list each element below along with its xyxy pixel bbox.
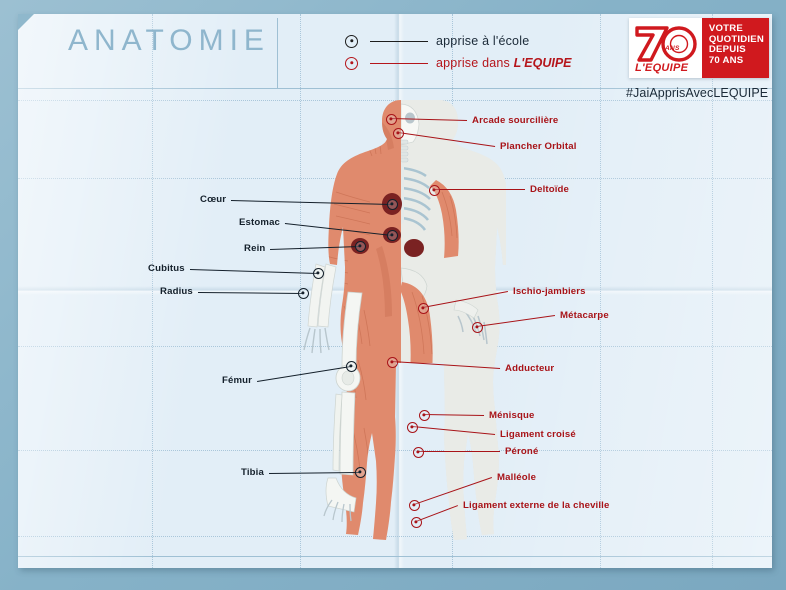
- grid-rule-horizontal: [18, 556, 772, 557]
- lequipe-70-ans-logo: ANS L'EQUIPE VOTRE QUOTIDIEN DEPUIS 70 A…: [629, 18, 769, 78]
- organ-kidney-right: [404, 239, 424, 257]
- legend-line-black: [370, 40, 428, 42]
- logo-mark-panel: ANS L'EQUIPE: [629, 18, 702, 78]
- callout-label: Deltoïde: [530, 184, 570, 195]
- callout-label: Ligament croisé: [500, 429, 576, 440]
- logo-claim-line-3: DEPUIS: [708, 44, 746, 56]
- legend: apprise à l'école apprise dans L'EQUIPE: [345, 30, 572, 74]
- page-title: ANATOMIE: [68, 24, 270, 57]
- callout-label: Malléole: [497, 472, 537, 483]
- callout-label: Adducteur: [505, 363, 555, 374]
- callout-label: Estomac: [239, 217, 281, 228]
- callout-marker[interactable]: [386, 229, 398, 241]
- logo-ans-label: ANS: [665, 45, 680, 52]
- legend-item-school: apprise à l'école: [345, 30, 572, 52]
- callout-marker[interactable]: [406, 421, 418, 433]
- callout-marker[interactable]: [312, 267, 324, 279]
- ring-dot-icon: [345, 34, 358, 48]
- legend-label-school: apprise à l'école: [436, 34, 530, 48]
- logo-claim-line-4: 70 ANS: [708, 54, 744, 66]
- callout-marker[interactable]: [354, 240, 366, 252]
- callout-marker[interactable]: [471, 321, 483, 333]
- callout-label: Plancher Orbital: [500, 141, 577, 152]
- callout-label: Cœur: [200, 194, 227, 205]
- callout-marker[interactable]: [410, 516, 422, 528]
- callout-marker[interactable]: [428, 184, 440, 196]
- callout-marker[interactable]: [412, 446, 424, 458]
- grid-line-vertical: [152, 14, 153, 568]
- callout-leader-line: [434, 189, 525, 190]
- callout-label: Ischio-jambiers: [513, 286, 586, 297]
- legend-label-equipe-prefix: apprise dans: [436, 56, 514, 70]
- callout-leader-line: [418, 451, 500, 452]
- callout-marker[interactable]: [392, 127, 404, 139]
- callout-label: Radius: [160, 286, 193, 297]
- callout-marker[interactable]: [297, 287, 309, 299]
- title-divider: [277, 18, 278, 88]
- callout-label: Cubitus: [148, 263, 185, 274]
- legend-label-equipe-brand: L'EQUIPE: [513, 56, 572, 70]
- logo-claim-line-2: QUOTIDIEN: [708, 33, 764, 45]
- callout-label: Tibia: [241, 467, 264, 478]
- callout-label: Métacarpe: [560, 310, 609, 321]
- grid-line-vertical: [600, 14, 601, 568]
- callout-marker[interactable]: [386, 198, 398, 210]
- callout-label: Arcade sourcilière: [472, 115, 559, 126]
- logo-brand-label: L'EQUIPE: [635, 62, 689, 74]
- callout-marker[interactable]: [345, 360, 357, 372]
- legend-label-equipe: apprise dans L'EQUIPE: [436, 56, 572, 70]
- callout-marker[interactable]: [417, 302, 429, 314]
- callout-label: Ménisque: [489, 410, 535, 421]
- logo-claim-line-1: VOTRE: [708, 23, 743, 34]
- callout-label: Rein: [244, 243, 266, 254]
- seventy-years-icon: [635, 26, 697, 62]
- logo-claim-panel: VOTRE QUOTIDIEN DEPUIS 70 ANS: [701, 18, 769, 78]
- callout-label: Péroné: [505, 446, 539, 457]
- legend-line-red: [370, 62, 428, 64]
- callout-marker[interactable]: [385, 113, 397, 125]
- callout-label: Ligament externe de la cheville: [463, 500, 610, 511]
- callout-marker[interactable]: [418, 409, 430, 421]
- ring-dot-icon: [345, 56, 358, 70]
- callout-marker[interactable]: [386, 356, 398, 368]
- campaign-hashtag: #JaiApprisAvecLEQUIPE: [626, 86, 769, 100]
- callout-marker[interactable]: [408, 499, 420, 511]
- legend-item-equipe: apprise dans L'EQUIPE: [345, 52, 572, 74]
- callout-marker[interactable]: [354, 466, 366, 478]
- callout-label: Fémur: [222, 375, 253, 386]
